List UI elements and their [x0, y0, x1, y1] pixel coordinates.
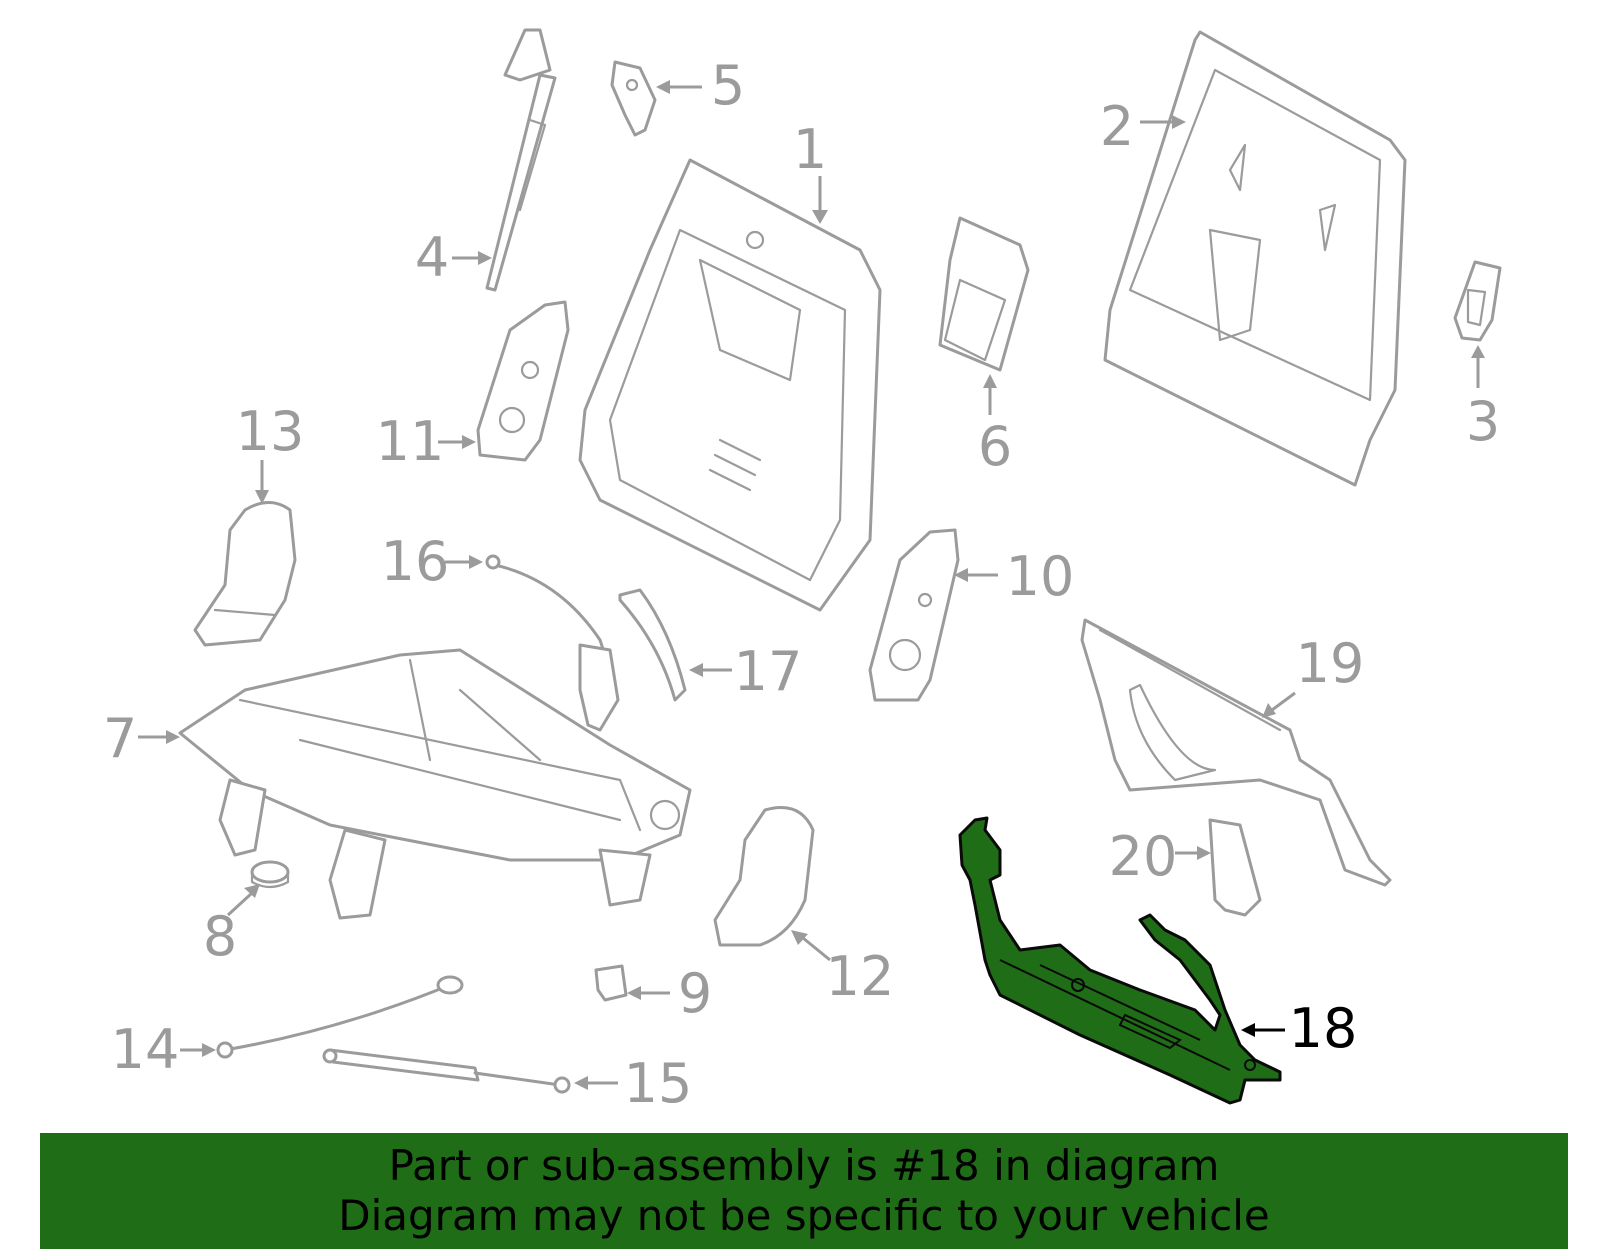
part-19-trim-panel	[1080, 618, 1392, 887]
callout-15: 15	[574, 1052, 692, 1115]
callout-6: 6	[978, 374, 1012, 478]
banner-line-1: Part or sub-assembly is #18 in diagram	[388, 1141, 1220, 1190]
svg-text:17: 17	[734, 640, 803, 703]
part-15-gas-strut	[322, 1048, 571, 1094]
svg-text:20: 20	[1109, 825, 1178, 888]
svg-text:16: 16	[381, 530, 450, 593]
part-5-bracket	[610, 60, 657, 137]
svg-text:12: 12	[826, 945, 895, 1008]
part-9-clip	[594, 964, 628, 1002]
part-13-cover	[193, 501, 297, 647]
callout-5: 5	[656, 54, 745, 117]
callout-13: 13	[236, 400, 305, 504]
part-3-latch-cover	[1453, 260, 1502, 342]
svg-text:13: 13	[236, 400, 305, 463]
banner-line-2: Diagram may not be specific to your vehi…	[338, 1191, 1270, 1240]
part-4-rod	[485, 28, 557, 292]
part-6-cover	[938, 216, 1030, 372]
svg-text:14: 14	[111, 1018, 180, 1081]
callout-7: 7	[103, 707, 180, 770]
svg-text:4: 4	[415, 226, 449, 289]
svg-text:3: 3	[1466, 390, 1500, 453]
callout-1: 1	[793, 118, 828, 224]
callout-8: 8	[203, 884, 260, 968]
svg-text:11: 11	[376, 410, 445, 473]
callout-9: 9	[627, 962, 712, 1025]
svg-text:8: 8	[203, 905, 237, 968]
callout-12: 12	[791, 930, 894, 1008]
svg-text:7: 7	[103, 707, 137, 770]
callout-11: 11	[376, 410, 476, 473]
part-1-seat-back-frame	[578, 158, 882, 612]
callout-2: 2	[1100, 95, 1186, 158]
svg-text:6: 6	[978, 415, 1012, 478]
callout-16: 16	[381, 530, 483, 593]
part-17-trim	[618, 588, 687, 702]
part-16-cable-bracket	[485, 554, 620, 732]
info-banner: Part or sub-assembly is #18 in diagram D…	[40, 1133, 1568, 1249]
callout-19: 19	[1262, 632, 1364, 718]
svg-text:10: 10	[1006, 545, 1075, 608]
callout-10: 10	[954, 545, 1074, 608]
callout-3: 3	[1466, 345, 1500, 453]
callout-17: 17	[689, 640, 802, 703]
part-10-recliner-bracket	[868, 528, 960, 702]
svg-text:1: 1	[793, 118, 827, 181]
callout-18: 18	[1241, 997, 1357, 1060]
callout-20: 20	[1109, 825, 1211, 888]
svg-text:15: 15	[624, 1052, 693, 1115]
svg-text:2: 2	[1100, 95, 1134, 158]
part-20-small-cover	[1208, 818, 1262, 917]
callout-4: 4	[415, 226, 492, 289]
part-14-cable	[216, 975, 464, 1059]
part-11-recliner	[476, 300, 570, 462]
svg-text:18: 18	[1289, 997, 1358, 1060]
svg-text:19: 19	[1296, 632, 1365, 695]
part-18-highlighted-frame	[958, 816, 1282, 1105]
part-8-grommet	[250, 860, 290, 889]
svg-text:5: 5	[711, 54, 745, 117]
callout-14: 14	[111, 1018, 216, 1081]
part-12-shield	[713, 806, 815, 947]
part-2-seat-back-panel	[1103, 30, 1407, 487]
part-7-seat-frame	[178, 648, 692, 920]
svg-text:9: 9	[678, 962, 712, 1025]
